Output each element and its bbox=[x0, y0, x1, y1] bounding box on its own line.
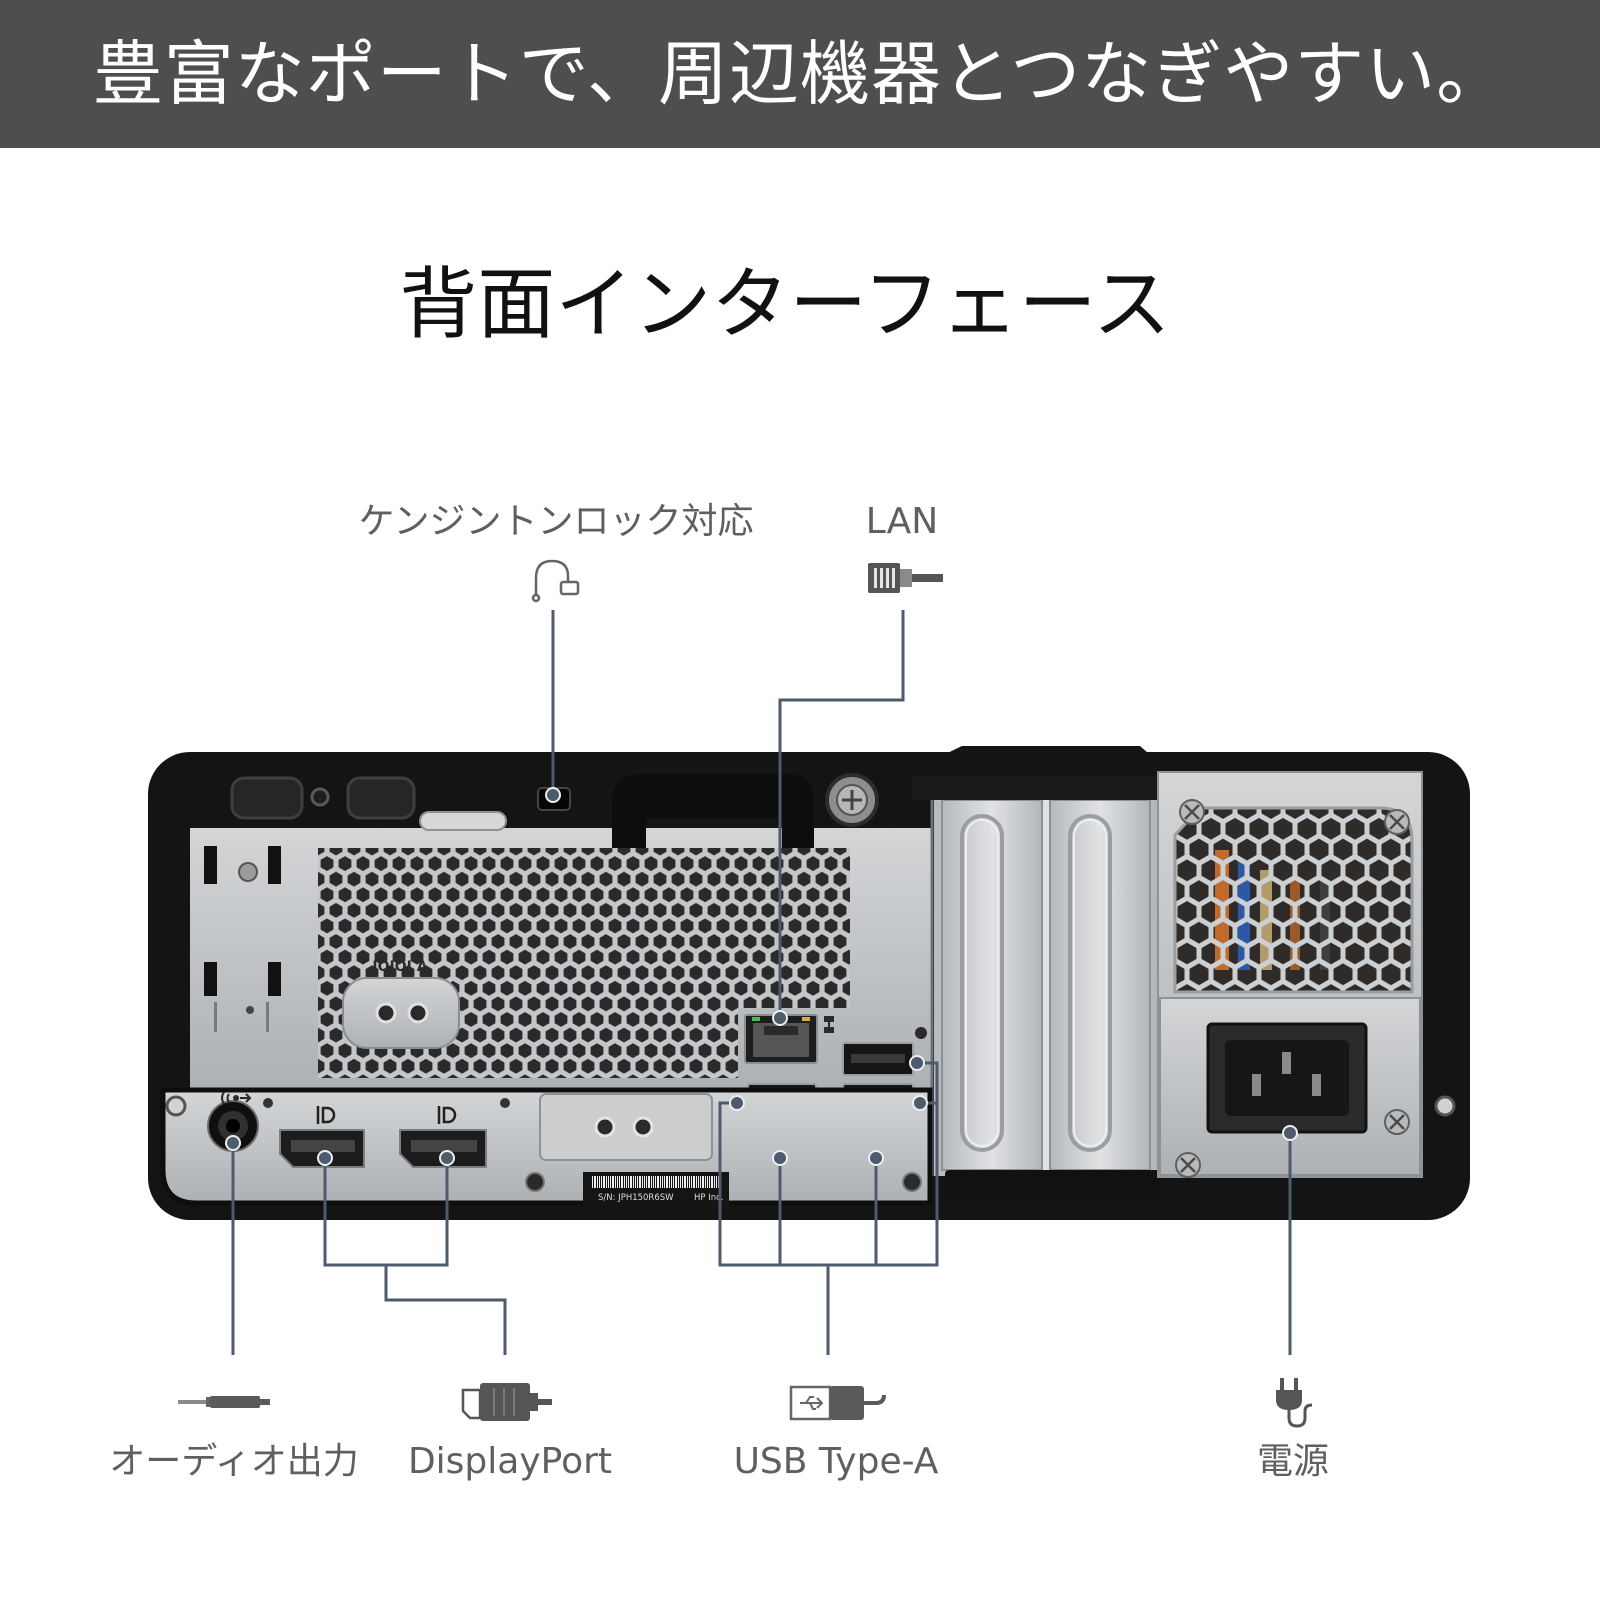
io-strip-screw-left bbox=[165, 1095, 187, 1117]
dot-lan bbox=[772, 1010, 788, 1026]
left-side-details bbox=[204, 846, 281, 1032]
displayport-symbol-icon-1 bbox=[316, 1106, 336, 1124]
dot-usb-2 bbox=[772, 1150, 788, 1166]
serial-number-label bbox=[583, 1172, 729, 1206]
dot-audio bbox=[225, 1135, 241, 1151]
dot-power bbox=[1282, 1125, 1298, 1141]
pc-rear-chassis: IOIOI A bbox=[148, 746, 1470, 1220]
thumbscrew bbox=[825, 773, 879, 827]
connector-lines bbox=[231, 610, 1292, 1355]
left-panel-screw bbox=[238, 862, 258, 882]
audio-output-label: オーディオ出力 bbox=[109, 1441, 359, 1482]
power-inlet bbox=[1206, 1022, 1368, 1134]
blank-plate bbox=[539, 1093, 713, 1161]
lan-leader bbox=[778, 610, 905, 1018]
displayport-label: DisplayPort bbox=[407, 1441, 613, 1482]
top-vent-left bbox=[230, 776, 304, 820]
left-panel-hole bbox=[246, 1006, 254, 1014]
psu-screw-crosses bbox=[1180, 804, 1405, 1173]
top-banner: 豊富なポートで、周辺機器とつなぎやすい。 bbox=[0, 0, 1600, 148]
pci-slot-cover-2 bbox=[1049, 799, 1151, 1171]
section-heading: 背面インターフェース bbox=[399, 260, 1171, 350]
chassis-handle bbox=[612, 774, 814, 862]
right-bezel-hole bbox=[1434, 1095, 1456, 1117]
usb-plug-icon bbox=[789, 1385, 886, 1421]
pci-foot bbox=[945, 1170, 1160, 1200]
displayport-port-1 bbox=[279, 1129, 365, 1168]
banner-title: 豊富なポートで、周辺機器とつなぎやすい。 bbox=[92, 33, 1508, 115]
audio-jack bbox=[207, 1100, 259, 1152]
dot-usb-3 bbox=[868, 1150, 884, 1166]
kensington-label: ケンジントンロック対応 bbox=[358, 501, 754, 542]
displayport-plug-icon bbox=[461, 1383, 552, 1421]
dot-usb-5 bbox=[912, 1095, 928, 1111]
dot-kensington bbox=[545, 787, 561, 803]
audio-plug-icon bbox=[178, 1396, 270, 1408]
io-strip-hole-b bbox=[500, 1098, 510, 1108]
usb-port-right-top bbox=[842, 1042, 914, 1076]
dot-displayport-1 bbox=[317, 1150, 333, 1166]
displayport-symbol-icon-2 bbox=[437, 1106, 457, 1124]
audio-symbol-icon bbox=[221, 1091, 252, 1105]
top-silver-tab bbox=[419, 811, 507, 831]
io-strip-screw-mid bbox=[525, 1172, 545, 1192]
displayport-leader-trunk bbox=[384, 1265, 507, 1355]
port-area-hole-top bbox=[915, 1027, 927, 1039]
power-label: 電源 bbox=[1256, 1441, 1329, 1482]
pci-slot-cover-1 bbox=[941, 799, 1043, 1171]
maker-text: HP Inc. bbox=[694, 1193, 724, 1203]
dot-usb-4 bbox=[909, 1055, 925, 1071]
io-strip-hole-a bbox=[263, 1098, 273, 1108]
connector-dots bbox=[225, 787, 1298, 1166]
dot-usb-1 bbox=[729, 1095, 745, 1111]
pci-bracket-top bbox=[912, 776, 1166, 800]
lan-cable-icon bbox=[868, 563, 943, 593]
power-plug-icon bbox=[1276, 1378, 1313, 1428]
dot-displayport-2 bbox=[439, 1150, 455, 1166]
lan-port bbox=[744, 1014, 818, 1064]
top-vent-right bbox=[346, 776, 416, 820]
displayport-port-2 bbox=[399, 1129, 487, 1168]
psu-fan-grille bbox=[1173, 806, 1414, 994]
usb-type-a-label: USB Type-A bbox=[733, 1441, 939, 1482]
io-strip-screw-right bbox=[902, 1172, 922, 1192]
kensington-lock-icon bbox=[531, 559, 580, 603]
top-screw-hole bbox=[310, 787, 330, 807]
network-symbol-icon bbox=[824, 1016, 834, 1033]
serial-number-text: S/N: JPH150R6SW bbox=[598, 1193, 674, 1203]
serial-port-cover bbox=[342, 977, 460, 1049]
lan-label: LAN bbox=[865, 501, 939, 542]
serial-port-marking: IOIOI A bbox=[372, 959, 427, 975]
